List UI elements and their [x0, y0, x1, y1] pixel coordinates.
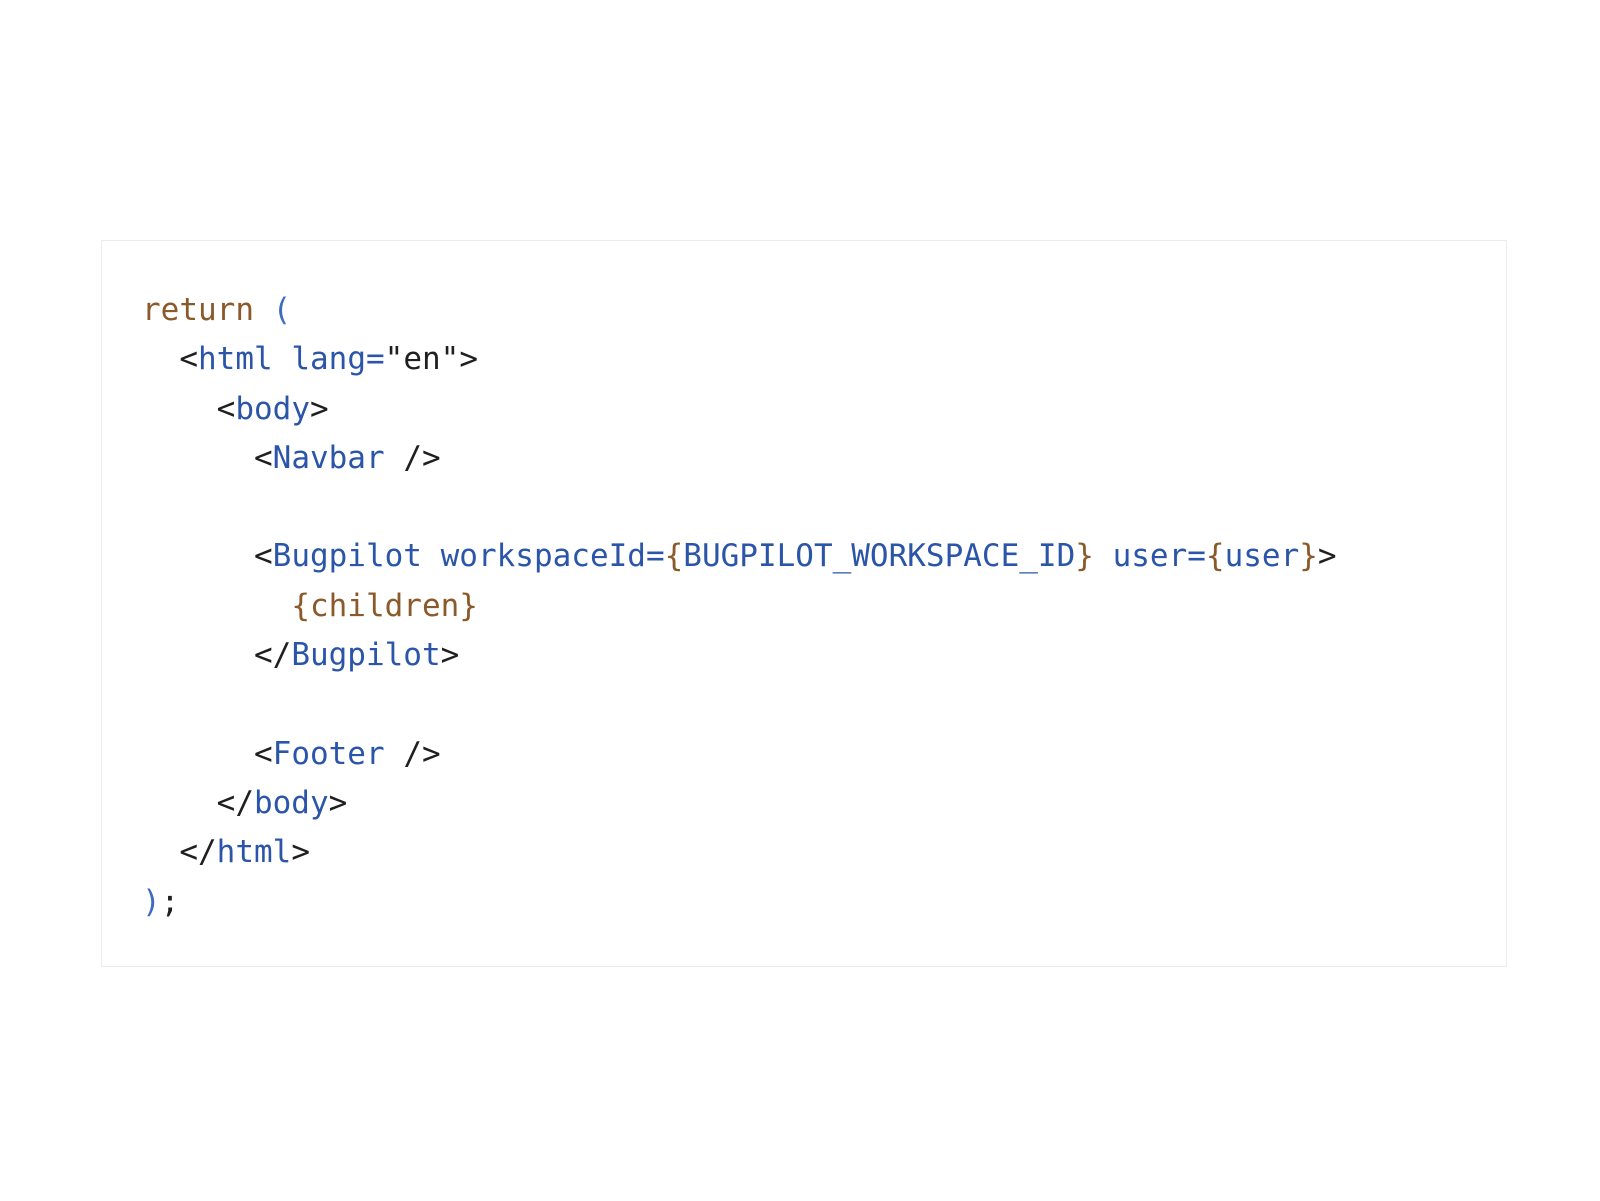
code-token-punct: > — [1317, 538, 1337, 575]
code-line: <Navbar /> — [142, 434, 1337, 483]
code-token-plain — [385, 440, 404, 476]
code-token-plain — [1094, 538, 1113, 574]
code-token-punct: > — [440, 637, 460, 674]
code-token-attr: workspaceId — [440, 538, 646, 575]
code-token-tag: Footer — [272, 735, 385, 772]
code-line: <Footer /> — [142, 730, 1337, 779]
code-token-punct: < — [179, 341, 198, 378]
code-token-brace: } — [1075, 538, 1094, 575]
code-line: return ( — [142, 286, 1337, 335]
code-token-punct: < — [253, 735, 273, 772]
code-token-plain — [273, 341, 292, 377]
code-token-plain — [422, 538, 441, 574]
code-line: <Bugpilot workspaceId={BUGPILOT_WORKSPAC… — [142, 532, 1337, 581]
code-token-plain — [142, 538, 254, 574]
code-token-plain — [142, 637, 254, 673]
code-token-tag: Bugpilot — [291, 637, 441, 674]
code-line: ​ — [142, 680, 1337, 729]
code-token-plain — [142, 588, 291, 624]
code-token-attr: lang — [291, 341, 366, 378]
code-token-punct: </ — [179, 834, 217, 871]
code-token-plain — [142, 785, 217, 821]
code-line: <body> — [142, 385, 1337, 434]
code-token-punct: < — [253, 538, 273, 575]
code-token-brace: { — [664, 538, 684, 575]
code-line: </html> — [142, 828, 1337, 877]
code-line: {children} — [142, 582, 1337, 631]
code-token-punct: > — [309, 390, 329, 427]
code-token-attr: = — [645, 538, 665, 575]
code-token-plain — [254, 292, 273, 328]
code-token-string: "en" — [384, 341, 460, 378]
code-line: </body> — [142, 779, 1337, 828]
code-token-tag: body — [235, 390, 310, 427]
code-token-paren: ) — [142, 883, 161, 920]
code-token-punct: > — [459, 341, 478, 378]
code-token-tag: html — [198, 341, 273, 378]
code-token-punct: > — [328, 784, 348, 821]
code-token-punct: </ — [253, 637, 292, 674]
code-token-plain — [142, 736, 254, 772]
code-token-brace: { — [1205, 538, 1225, 575]
code-token-punct: < — [216, 390, 236, 427]
code-token-punct: /> — [403, 439, 441, 476]
code-token-tag: html — [216, 834, 292, 871]
code-line: ​ — [142, 483, 1337, 532]
code-token-plain — [142, 834, 179, 870]
code-line: </Bugpilot> — [142, 631, 1337, 680]
code-token-plain — [142, 391, 217, 427]
code-line: <html lang="en"> — [142, 335, 1337, 384]
code-card: return ( <html lang="en"> <body> <Navbar… — [101, 240, 1507, 967]
code-token-tag: Navbar — [272, 439, 385, 476]
code-token-paren: ( — [272, 292, 292, 328]
code-token-plain — [385, 736, 404, 772]
code-token-attr: user — [1112, 538, 1188, 575]
code-token-punct: < — [253, 439, 273, 476]
code-token-tag: BUGPILOT_WORKSPACE_ID — [683, 538, 1076, 575]
code-token-brace: {children} — [291, 587, 478, 624]
code-token-tag: user — [1224, 538, 1300, 575]
code-token-tag: body — [253, 784, 329, 821]
code-block: return ( <html lang="en"> <body> <Navbar… — [142, 286, 1337, 927]
code-token-tag: Bugpilot — [272, 538, 422, 575]
code-token-punct: </ — [216, 784, 254, 821]
code-token-keyword: return — [142, 292, 254, 328]
code-token-punct: /> — [403, 735, 441, 772]
code-token-attr: = — [1187, 538, 1206, 575]
code-line: ); — [142, 878, 1337, 927]
code-token-plain — [142, 341, 179, 377]
code-token-punct: ; — [160, 883, 180, 920]
code-token-brace: } — [1299, 538, 1318, 575]
code-token-plain — [142, 440, 254, 476]
code-token-punct: > — [291, 834, 310, 871]
code-token-attr: = — [365, 341, 385, 378]
